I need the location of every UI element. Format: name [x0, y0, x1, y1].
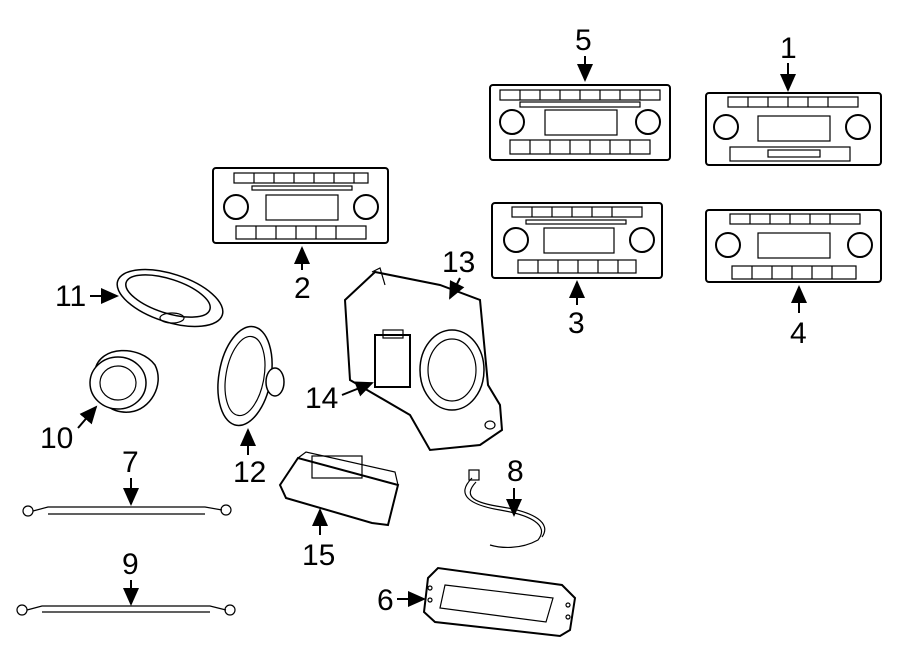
callout-1: 1 [780, 32, 797, 65]
radio-unit-4 [705, 209, 882, 283]
oval-speaker-12 [217, 325, 285, 427]
callout-10: 10 [40, 422, 73, 455]
leader-10 [77, 405, 98, 429]
antenna-cable-7 [22, 504, 232, 517]
callout-12: 12 [233, 456, 266, 489]
radio-unit-5 [489, 84, 671, 161]
round-speaker-10 [89, 349, 159, 413]
subwoofer-enclosure-13 [343, 267, 504, 452]
callout-6: 6 [377, 584, 394, 617]
leader-14 [341, 381, 374, 397]
radio-unit-3 [491, 202, 663, 279]
callout-3: 3 [568, 307, 585, 340]
callout-7: 7 [122, 446, 139, 479]
leader-13 [449, 277, 465, 300]
callout-9: 9 [122, 548, 139, 581]
callout-15: 15 [302, 539, 335, 572]
wiring-harness-8 [464, 469, 546, 548]
radio-unit-2 [212, 167, 389, 244]
antenna-cable-9 [16, 604, 236, 616]
callout-14: 14 [305, 382, 338, 415]
callout-11: 11 [55, 280, 86, 313]
mounting-bracket-6 [422, 566, 577, 638]
control-module-15 [278, 451, 400, 527]
callout-8: 8 [507, 455, 524, 488]
amplifier-module-14 [374, 329, 411, 388]
oval-speaker-11 [116, 268, 224, 328]
callout-13: 13 [442, 246, 475, 279]
callout-5: 5 [575, 24, 592, 57]
callout-2: 2 [294, 272, 311, 305]
callout-4: 4 [790, 317, 807, 350]
radio-unit-1 [705, 92, 882, 166]
